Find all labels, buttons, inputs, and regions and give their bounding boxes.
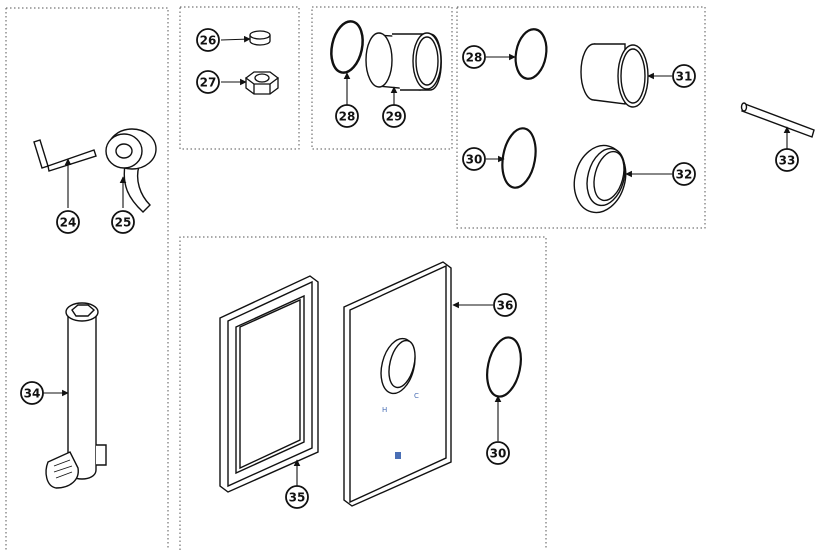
o-ring-part (486, 336, 522, 398)
group-boxes (5, 6, 706, 550)
callout-36: 36 (493, 293, 517, 317)
svg-text:26: 26 (200, 34, 217, 48)
callout-30: 30 (486, 441, 510, 465)
callout-27: 27 (196, 70, 220, 94)
sleeve-part (580, 43, 649, 108)
callout-35: 35 (285, 485, 309, 509)
callout-32: 32 (672, 162, 696, 186)
svg-text:30: 30 (490, 447, 507, 461)
svg-text:27: 27 (200, 76, 217, 90)
socket-tool-part (45, 302, 107, 489)
svg-text:31: 31 (676, 70, 693, 84)
callout-31: 31 (672, 64, 696, 88)
cover-plate-part (343, 261, 452, 507)
leader-lines (43, 35, 791, 486)
o-ring-part (330, 20, 364, 74)
callout-29: 29 (382, 104, 406, 128)
callout-33: 33 (775, 148, 799, 172)
svg-text:33: 33 (779, 154, 796, 168)
svg-text:36: 36 (497, 299, 514, 313)
svg-text:24: 24 (60, 216, 77, 230)
svg-text:25: 25 (115, 216, 132, 230)
nut-part (244, 71, 280, 95)
o-ring-part (501, 127, 537, 189)
callout-24: 24 (56, 210, 80, 234)
cold-mark: C (414, 392, 419, 400)
svg-text:29: 29 (386, 110, 403, 124)
svg-text:28: 28 (339, 110, 356, 124)
svg-text:28: 28 (466, 51, 483, 65)
escutcheon-ring-part (573, 144, 627, 214)
tape-roll-part (105, 128, 157, 213)
sleeve-part (365, 32, 442, 91)
svg-text:32: 32 (676, 168, 693, 182)
group-box-rings (456, 6, 706, 229)
trim-frame-part (219, 275, 319, 493)
group-box-trim (179, 236, 547, 550)
svg-text:35: 35 (289, 491, 306, 505)
svg-text:30: 30 (466, 153, 483, 167)
o-ring-part (514, 28, 548, 80)
cap-part (249, 30, 271, 46)
hot-mark: H (382, 406, 387, 414)
group-box-nut (179, 6, 300, 150)
svg-text:34: 34 (24, 387, 41, 401)
pin-part (740, 102, 815, 138)
callouts: 24 25 26 27 28 29 28 31 30 32 33 34 35 3… (20, 28, 799, 509)
callout-28: 28 (462, 45, 486, 69)
callout-28: 28 (335, 104, 359, 128)
callout-30: 30 (462, 147, 486, 171)
callout-25: 25 (111, 210, 135, 234)
hex-key-part (33, 139, 97, 172)
callout-26: 26 (196, 28, 220, 52)
logo-mark (395, 452, 401, 459)
group-box-sleeve (311, 6, 453, 150)
callout-34: 34 (20, 381, 44, 405)
